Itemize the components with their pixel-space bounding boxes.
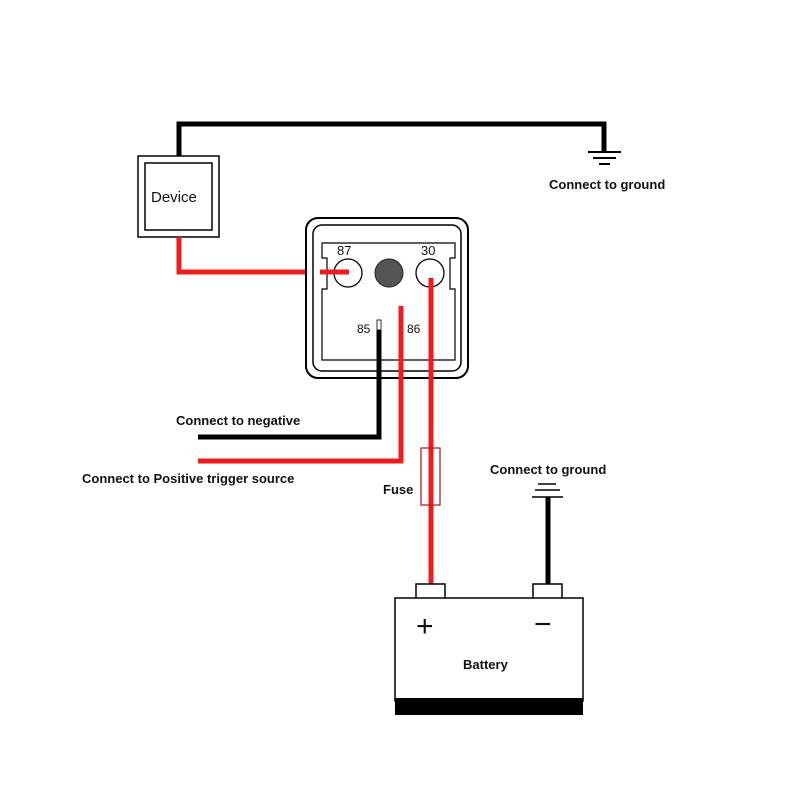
device-label: Device [151, 189, 197, 206]
battery [394, 583, 584, 715]
relay-terminal-center [374, 258, 404, 288]
pin-label-86: 86 [407, 322, 421, 336]
battery-plus: + [416, 610, 434, 643]
fuse [420, 447, 441, 506]
wire-85-to-negative [198, 330, 382, 440]
pin-label-30: 30 [421, 243, 435, 258]
label-negative: Connect to negative [176, 413, 300, 428]
wire-device-to-87 [176, 237, 349, 275]
pin-label-85: 85 [357, 322, 371, 336]
wire-86-to-trigger [198, 306, 404, 464]
pin-label-87: 87 [337, 243, 351, 258]
label-fuse: Fuse [383, 482, 413, 497]
battery-label: Battery [463, 657, 509, 672]
battery-minus: − [534, 608, 552, 641]
label-positive-trigger: Connect to Positive trigger source [82, 471, 294, 486]
label-ground-top: Connect to ground [549, 177, 665, 192]
device-box [137, 155, 220, 238]
label-ground-battery: Connect to ground [490, 462, 606, 477]
ground-symbol-top [588, 151, 621, 165]
wire-device-to-ground [176, 121, 607, 158]
ground-symbol-battery [532, 483, 563, 498]
pin-85-stub [376, 319, 382, 331]
relay-body [305, 217, 469, 379]
